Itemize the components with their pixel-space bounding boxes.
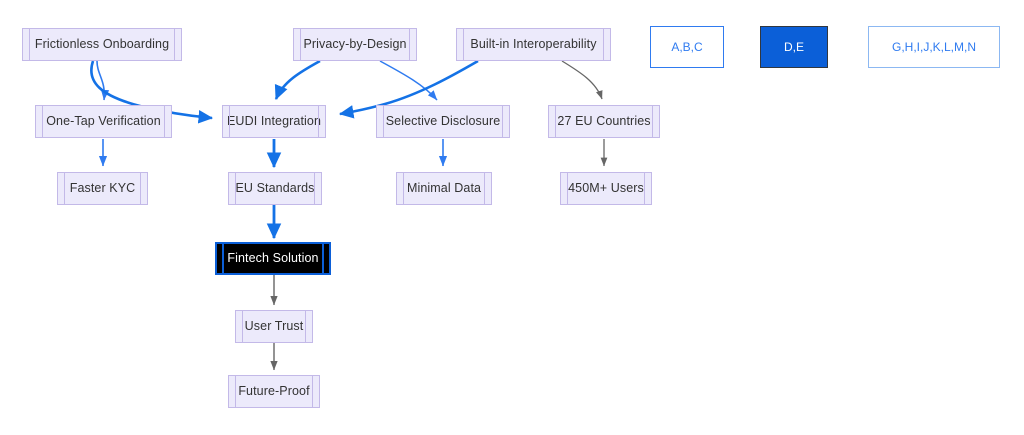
node-label: Built-in Interoperability (470, 37, 597, 52)
node-label: Privacy-by-Design (303, 37, 407, 52)
node-label: Frictionless Onboarding (34, 37, 170, 52)
node-fintech-solution[interactable]: Fintech Solution (215, 242, 331, 275)
node-faster-kyc[interactable]: Faster KYC (57, 172, 148, 205)
node-label: Fintech Solution (227, 251, 319, 266)
node-label: User Trust (244, 319, 304, 334)
edge-privacy-by-design-to-selective-disclosure (379, 60, 438, 101)
node-27-eu-countries[interactable]: 27 EU Countries (548, 105, 660, 138)
node-minimal-data[interactable]: Minimal Data (396, 172, 492, 205)
node-eu-standards[interactable]: EU Standards (228, 172, 322, 205)
node-eudi-integration[interactable]: EUDI Integration (222, 105, 326, 138)
legend-label: A,B,C (671, 40, 703, 54)
node-label: Minimal Data (406, 181, 482, 196)
edge-privacy-by-design-to-eudi-integration (274, 59, 321, 100)
edge-built-in-interoperability-to-27-eu-countries (561, 60, 603, 100)
node-user-trust[interactable]: User Trust (235, 310, 313, 343)
node-privacy-by-design[interactable]: Privacy-by-Design (293, 28, 417, 61)
legend-item-ghijklmn[interactable]: G,H,I,J,K,L,M,N (868, 26, 1000, 68)
node-frictionless-onboarding[interactable]: Frictionless Onboarding (22, 28, 182, 61)
node-future-proof[interactable]: Future-Proof (228, 375, 320, 408)
node-label: One-Tap Verification (46, 114, 161, 129)
node-label: Future-Proof (238, 384, 310, 399)
node-label: 450M+ Users (568, 181, 644, 196)
node-label: 27 EU Countries (557, 114, 651, 129)
node-built-in-interoperability[interactable]: Built-in Interoperability (456, 28, 611, 61)
edge-frictionless-onboarding-to-one-tap-verification (96, 60, 110, 101)
node-450m-users[interactable]: 450M+ Users (560, 172, 652, 205)
node-label: Faster KYC (69, 181, 136, 196)
legend-label: D,E (783, 40, 804, 54)
node-one-tap-verification[interactable]: One-Tap Verification (35, 105, 172, 138)
node-selective-disclosure[interactable]: Selective Disclosure (376, 105, 510, 138)
legend-label: G,H,I,J,K,L,M,N (891, 40, 976, 54)
legend-item-abc[interactable]: A,B,C (650, 26, 724, 68)
node-label: EUDI Integration (227, 114, 322, 129)
node-label: Selective Disclosure (385, 114, 501, 129)
legend-item-de[interactable]: D,E (760, 26, 828, 68)
node-label: EU Standards (235, 181, 315, 196)
